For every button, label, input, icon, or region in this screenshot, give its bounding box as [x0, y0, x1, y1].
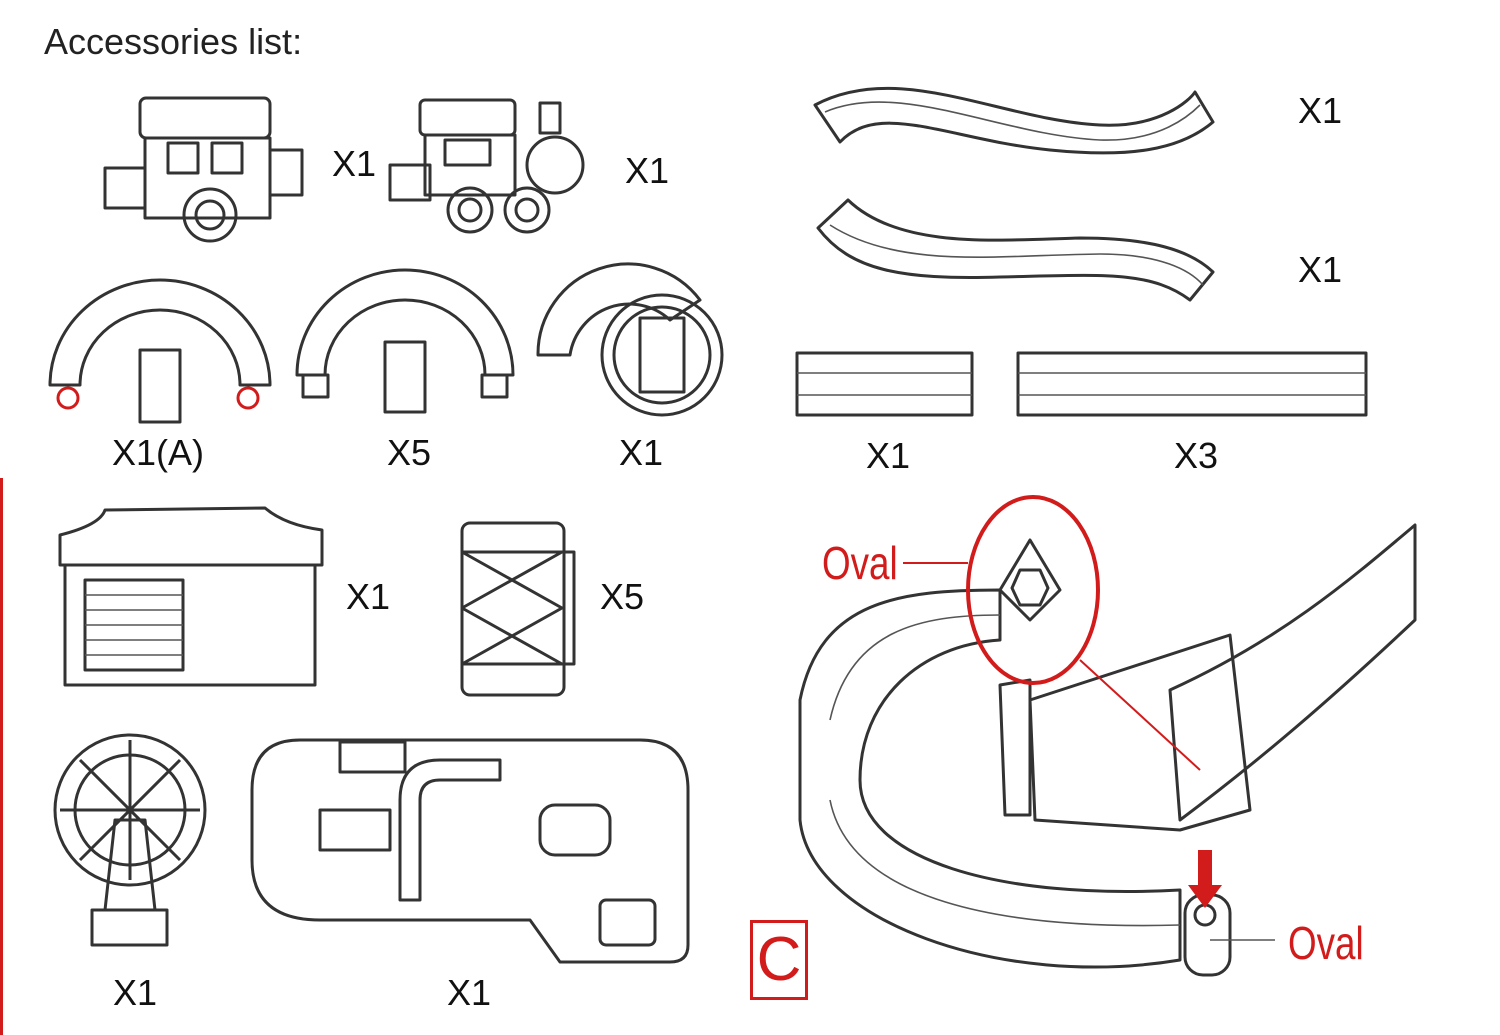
s-track-2-drawing [816, 198, 1215, 302]
oval-callout-bottom: Oval [1288, 917, 1364, 969]
station-drawing [58, 506, 324, 687]
short-straight-drawing [795, 351, 974, 417]
spiral-qty: X1 [619, 432, 664, 473]
long-straight-qty: X3 [1174, 435, 1219, 476]
base-board-drawing [250, 738, 690, 964]
step-label: C [750, 920, 808, 1000]
ferris-wheel-qty: X1 [113, 972, 158, 1013]
s-track-1-drawing [813, 86, 1215, 155]
s-track-2-qty: X1 [1298, 249, 1343, 290]
station-qty: X1 [346, 576, 391, 617]
crate-drawing [460, 521, 576, 697]
trailer-drawing [103, 96, 304, 243]
short-straight-qty: X1 [866, 435, 911, 476]
red-page-edge [0, 478, 3, 1035]
page-title: Accessories list: [44, 21, 303, 62]
arch-a-qty: X1(A) [112, 432, 205, 473]
spiral-drawing [536, 262, 724, 417]
arch-a-drawing [48, 278, 272, 424]
ferris-wheel-drawing [53, 733, 207, 947]
base-board-qty: X1 [447, 972, 492, 1013]
crate-qty: X5 [600, 576, 645, 617]
locomotive-qty: X1 [625, 150, 670, 191]
oval-callout-top: Oval [822, 537, 898, 589]
arch-drawing [295, 268, 515, 414]
long-straight-drawing [1016, 351, 1368, 417]
locomotive-drawing [388, 98, 585, 234]
arch-qty: X5 [387, 432, 432, 473]
trailer-qty: X1 [332, 143, 377, 184]
s-track-1-qty: X1 [1298, 90, 1343, 131]
down-arrow-icon [1188, 850, 1222, 908]
assembly-diagram-c [798, 495, 1417, 977]
